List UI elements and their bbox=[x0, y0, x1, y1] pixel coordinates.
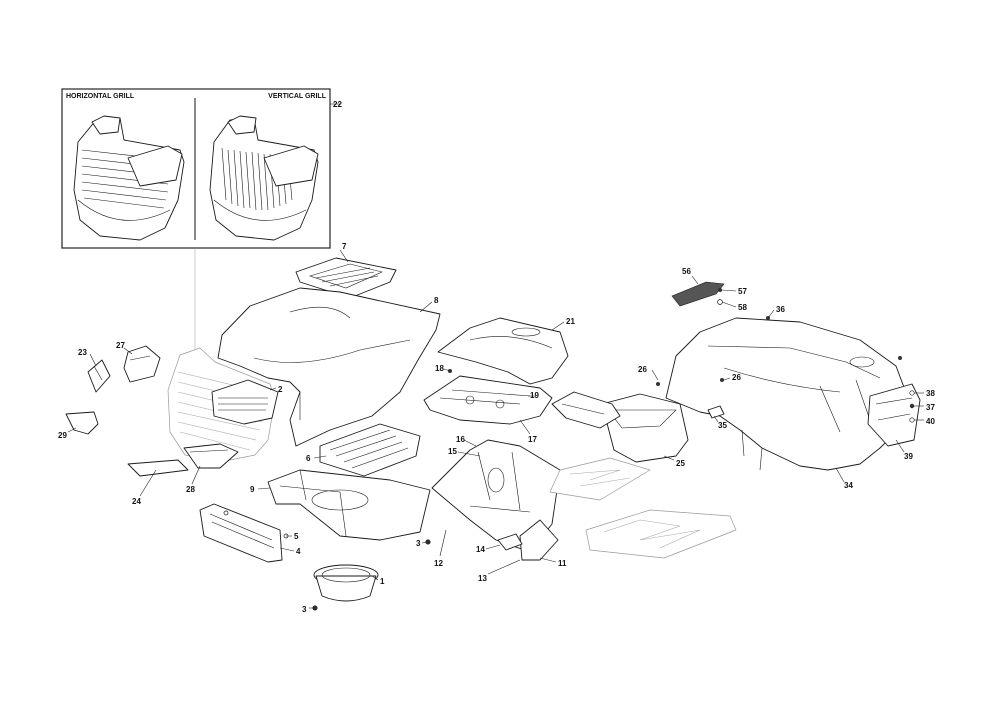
leader-lines bbox=[67, 249, 924, 609]
callout-13: 13 bbox=[478, 574, 487, 583]
callout-7: 7 bbox=[342, 242, 347, 251]
callout-17: 17 bbox=[528, 435, 537, 444]
callout-35: 35 bbox=[718, 421, 727, 430]
callout-11: 11 bbox=[558, 559, 567, 568]
callout-34: 34 bbox=[844, 481, 853, 490]
part-6-tray bbox=[319, 423, 421, 477]
callout-40: 40 bbox=[926, 417, 935, 426]
part-16-console bbox=[431, 439, 561, 553]
callout-16: 16 bbox=[456, 435, 465, 444]
grill-inset: HORIZONTAL GRILL VERTICAL GRILL 22 bbox=[61, 88, 342, 249]
callout-23: 23 bbox=[78, 348, 87, 357]
callout-58: 58 bbox=[738, 303, 747, 312]
inset-left-title: HORIZONTAL GRILL bbox=[66, 93, 135, 100]
screws-5 bbox=[223, 510, 289, 539]
callout-5: 5 bbox=[294, 532, 299, 541]
hw-right-small bbox=[656, 316, 915, 423]
callout-2: 2 bbox=[278, 385, 283, 394]
part-56-strip bbox=[671, 281, 725, 307]
callout-36: 36 bbox=[776, 305, 785, 314]
part-11-panel bbox=[519, 519, 559, 561]
callout-21: 21 bbox=[566, 317, 575, 326]
vertical-grill-hood bbox=[209, 115, 319, 241]
callout-4: 4 bbox=[296, 547, 301, 556]
part-2-grill bbox=[211, 379, 279, 425]
callout-37: 37 bbox=[926, 403, 935, 412]
part-tray-left bbox=[551, 391, 621, 429]
part-27 bbox=[123, 345, 161, 383]
part-8-hood bbox=[217, 287, 441, 447]
part-14-clip bbox=[497, 533, 523, 551]
callout-19: 19 bbox=[530, 391, 539, 400]
hw-57-58 bbox=[717, 288, 723, 305]
callout-3-upper: 3 bbox=[416, 539, 421, 548]
part-29 bbox=[65, 411, 99, 435]
callout-22: 22 bbox=[333, 100, 342, 109]
callout-56: 56 bbox=[682, 267, 691, 276]
callout-26-right: 26 bbox=[732, 373, 741, 382]
callout-38: 38 bbox=[926, 389, 935, 398]
part-7-bracket bbox=[295, 257, 397, 299]
callout-9: 9 bbox=[250, 485, 255, 494]
inset-right-title: VERTICAL GRILL bbox=[268, 93, 327, 100]
callout-6: 6 bbox=[306, 454, 311, 463]
part-17-base bbox=[423, 375, 553, 425]
callout-12: 12 bbox=[434, 559, 443, 568]
callout-25: 25 bbox=[676, 459, 685, 468]
callout-39: 39 bbox=[904, 452, 913, 461]
part-21-dash bbox=[437, 317, 569, 385]
callout-18: 18 bbox=[435, 364, 444, 373]
callout-24: 24 bbox=[132, 497, 141, 506]
part-39-rear-plate bbox=[867, 383, 921, 447]
footplate-faint bbox=[549, 457, 737, 559]
callout-1: 1 bbox=[380, 577, 385, 586]
callout-15: 15 bbox=[448, 447, 457, 456]
part-9-frame bbox=[267, 469, 431, 541]
horizontal-grill-hood bbox=[73, 115, 185, 241]
callout-26-left: 26 bbox=[638, 365, 647, 374]
callout-14: 14 bbox=[476, 545, 485, 554]
callout-28: 28 bbox=[186, 485, 195, 494]
part-28 bbox=[183, 443, 239, 469]
callout-57: 57 bbox=[738, 287, 747, 296]
callout-3-lower: 3 bbox=[302, 605, 307, 614]
callout-8: 8 bbox=[434, 296, 439, 305]
part-25-box bbox=[601, 393, 689, 463]
part-4-bracket bbox=[199, 503, 283, 563]
part-1-cup bbox=[313, 564, 379, 602]
part-34-rear-body bbox=[665, 317, 909, 471]
part-23 bbox=[87, 359, 111, 393]
part-24 bbox=[127, 459, 189, 477]
callout-27: 27 bbox=[116, 341, 125, 350]
callout-labels: 7 8 2 23 27 29 24 28 6 9 5 4 1 3 3 21 18… bbox=[58, 242, 935, 614]
callout-29: 29 bbox=[58, 431, 67, 440]
